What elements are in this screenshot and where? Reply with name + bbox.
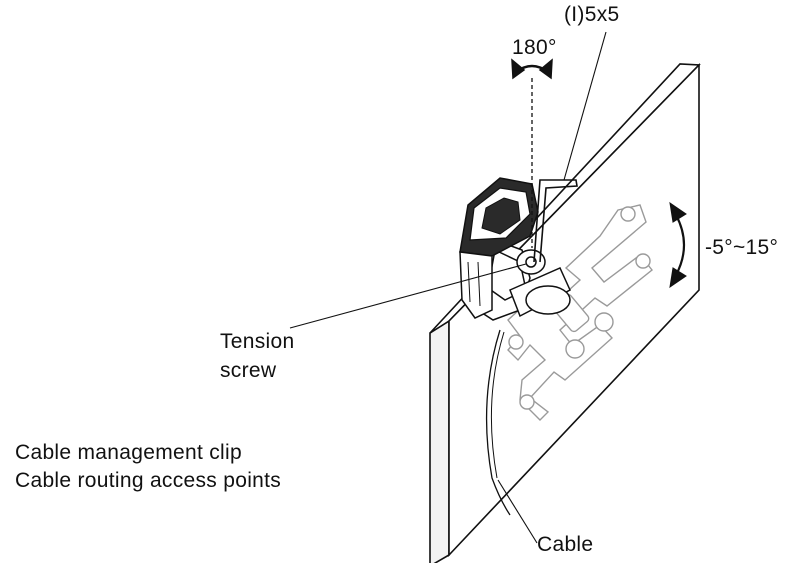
tilt-arrow-icon <box>669 201 687 289</box>
cable-line-2 <box>490 331 505 479</box>
leader-allen-key <box>563 31 607 181</box>
tension-screw-label-line2: screw <box>220 359 277 382</box>
cable-line <box>485 329 511 516</box>
rotation-arrow-icon <box>511 58 553 80</box>
tv-panel-side <box>429 319 450 563</box>
tension-screw-label-line1: Tension <box>220 330 295 353</box>
leader-cable <box>497 479 538 544</box>
allen-key-label: (I)5x5 <box>564 3 620 26</box>
cable-management-clip <box>459 177 539 319</box>
rotation-label: 180° <box>512 36 557 59</box>
allen-key-icon <box>533 179 578 263</box>
cable-label: Cable <box>537 533 594 556</box>
leader-tension-screw <box>289 263 527 329</box>
tilt-range-label: -5°~15° <box>705 236 779 259</box>
cable-routing-label: Cable routing access points <box>15 469 282 492</box>
cable-clip-label: Cable management clip <box>15 441 242 464</box>
